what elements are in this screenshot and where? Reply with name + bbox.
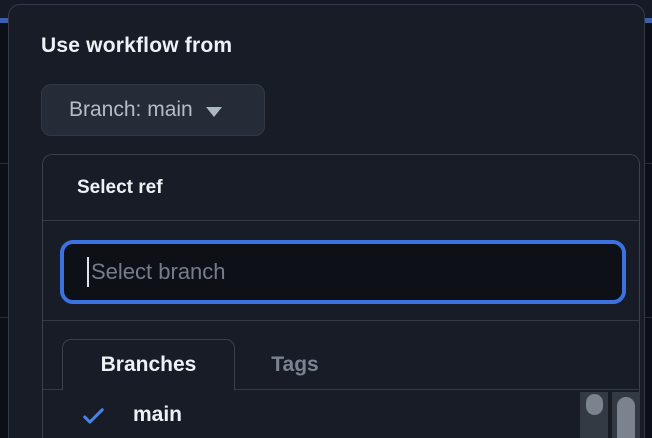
run-workflow-popover: Use workflow from Branch: main Select re…: [8, 4, 645, 438]
ref-selector-header-label: Select ref: [77, 176, 163, 198]
branch-filter-field: [60, 240, 626, 304]
branch-selector-button[interactable]: Branch: main: [41, 84, 265, 136]
branch-filter-input[interactable]: [64, 244, 622, 300]
ref-tabs: Branches Tags: [43, 321, 639, 391]
panel-scrollbar-track[interactable]: [612, 392, 640, 438]
chevron-down-icon: [205, 106, 222, 117]
list-scrollbar-thumb[interactable]: [586, 394, 603, 415]
check-icon: [83, 407, 104, 424]
tab-tags-label: Tags: [271, 352, 319, 376]
branch-selector-label: Branch: main: [69, 98, 193, 121]
text-cursor: [87, 257, 89, 287]
branch-item-main[interactable]: main: [43, 390, 639, 438]
tab-branches[interactable]: Branches: [62, 339, 235, 391]
ref-filter-section: [43, 221, 639, 321]
ref-selector-panel: Select ref Branches Tags: [42, 154, 640, 438]
panel-scrollbar-thumb[interactable]: [617, 397, 635, 438]
list-scrollbar-track[interactable]: [580, 392, 608, 438]
branch-item-label: main: [133, 403, 183, 426]
ref-selector-header: Select ref: [43, 155, 639, 221]
tab-branches-label: Branches: [100, 353, 197, 376]
popover-title: Use workflow from: [41, 34, 233, 57]
tab-tags[interactable]: Tags: [235, 339, 355, 390]
